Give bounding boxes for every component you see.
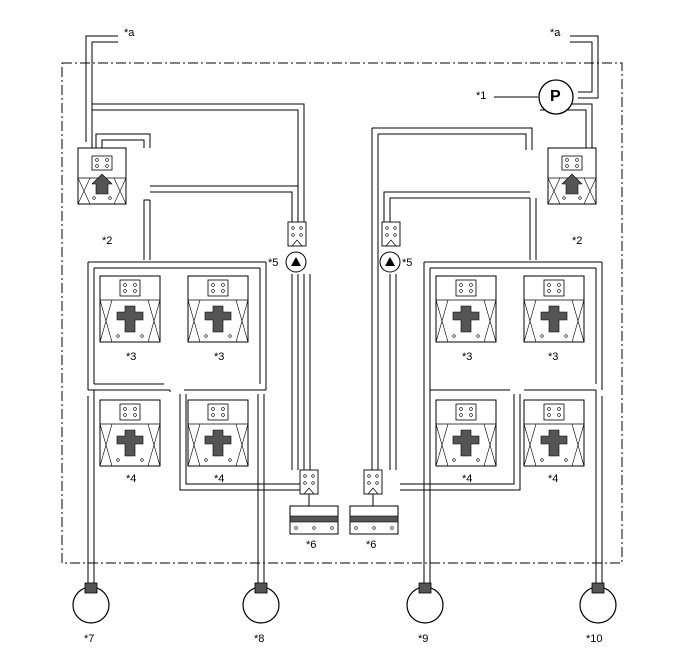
valve-3-left-a xyxy=(99,275,161,343)
label-wheel-9: *9 xyxy=(418,633,429,645)
label-valve-4-ll: *4 xyxy=(126,473,137,485)
valve-4-left-a xyxy=(99,399,161,467)
valve-4-left-b xyxy=(187,399,249,467)
valve-3-right-b xyxy=(523,275,585,343)
label-wheel-7: *7 xyxy=(84,633,95,645)
right-hydraulic-lines xyxy=(371,35,603,585)
label-valve-3-ll: *3 xyxy=(126,351,137,363)
label-valve-2-left: *2 xyxy=(102,235,113,247)
pump-symbol: P xyxy=(550,88,561,105)
valve-4-right-b xyxy=(523,399,585,467)
actuator-boundary xyxy=(61,62,623,564)
valve-3-right-a xyxy=(435,275,497,343)
label-wheel-10: *10 xyxy=(586,633,603,645)
valve-2-left xyxy=(77,147,127,205)
label-pump-motor-5-left: *5 xyxy=(268,257,279,269)
valve-2-right xyxy=(547,147,597,205)
label-valve-3-rl: *3 xyxy=(462,351,473,363)
label-wheel-8: *8 xyxy=(254,633,265,645)
label-a-left: *a xyxy=(124,27,135,39)
reservoir-6-left xyxy=(289,469,339,535)
label-valve-4-rl: *4 xyxy=(462,473,473,485)
label-valve-3-lr: *3 xyxy=(214,351,225,363)
label-reservoir-6-left: *6 xyxy=(306,539,317,551)
pump xyxy=(494,79,574,115)
label-a-right: *a xyxy=(550,27,561,39)
pump-motor-5-right xyxy=(379,221,401,273)
label-reservoir-6-right: *6 xyxy=(366,539,377,551)
valve-4-right-a xyxy=(435,399,497,467)
valve-3-left-b xyxy=(187,275,249,343)
label-pump-callout: *1 xyxy=(476,90,487,102)
wheel-cylinder-7 xyxy=(72,582,110,624)
label-valve-4-lr: *4 xyxy=(214,473,225,485)
wheel-cylinder-10 xyxy=(579,582,617,624)
left-hydraulic-lines xyxy=(85,35,311,585)
wheel-cylinder-9 xyxy=(406,582,444,624)
label-valve-3-rr: *3 xyxy=(548,351,559,363)
label-pump-motor-5-right: *5 xyxy=(402,257,413,269)
pump-motor-5-left xyxy=(285,221,307,273)
reservoir-6-right xyxy=(349,469,399,535)
label-valve-2-right: *2 xyxy=(572,235,583,247)
wheel-cylinder-8 xyxy=(242,582,280,624)
label-valve-4-rr: *4 xyxy=(548,473,559,485)
